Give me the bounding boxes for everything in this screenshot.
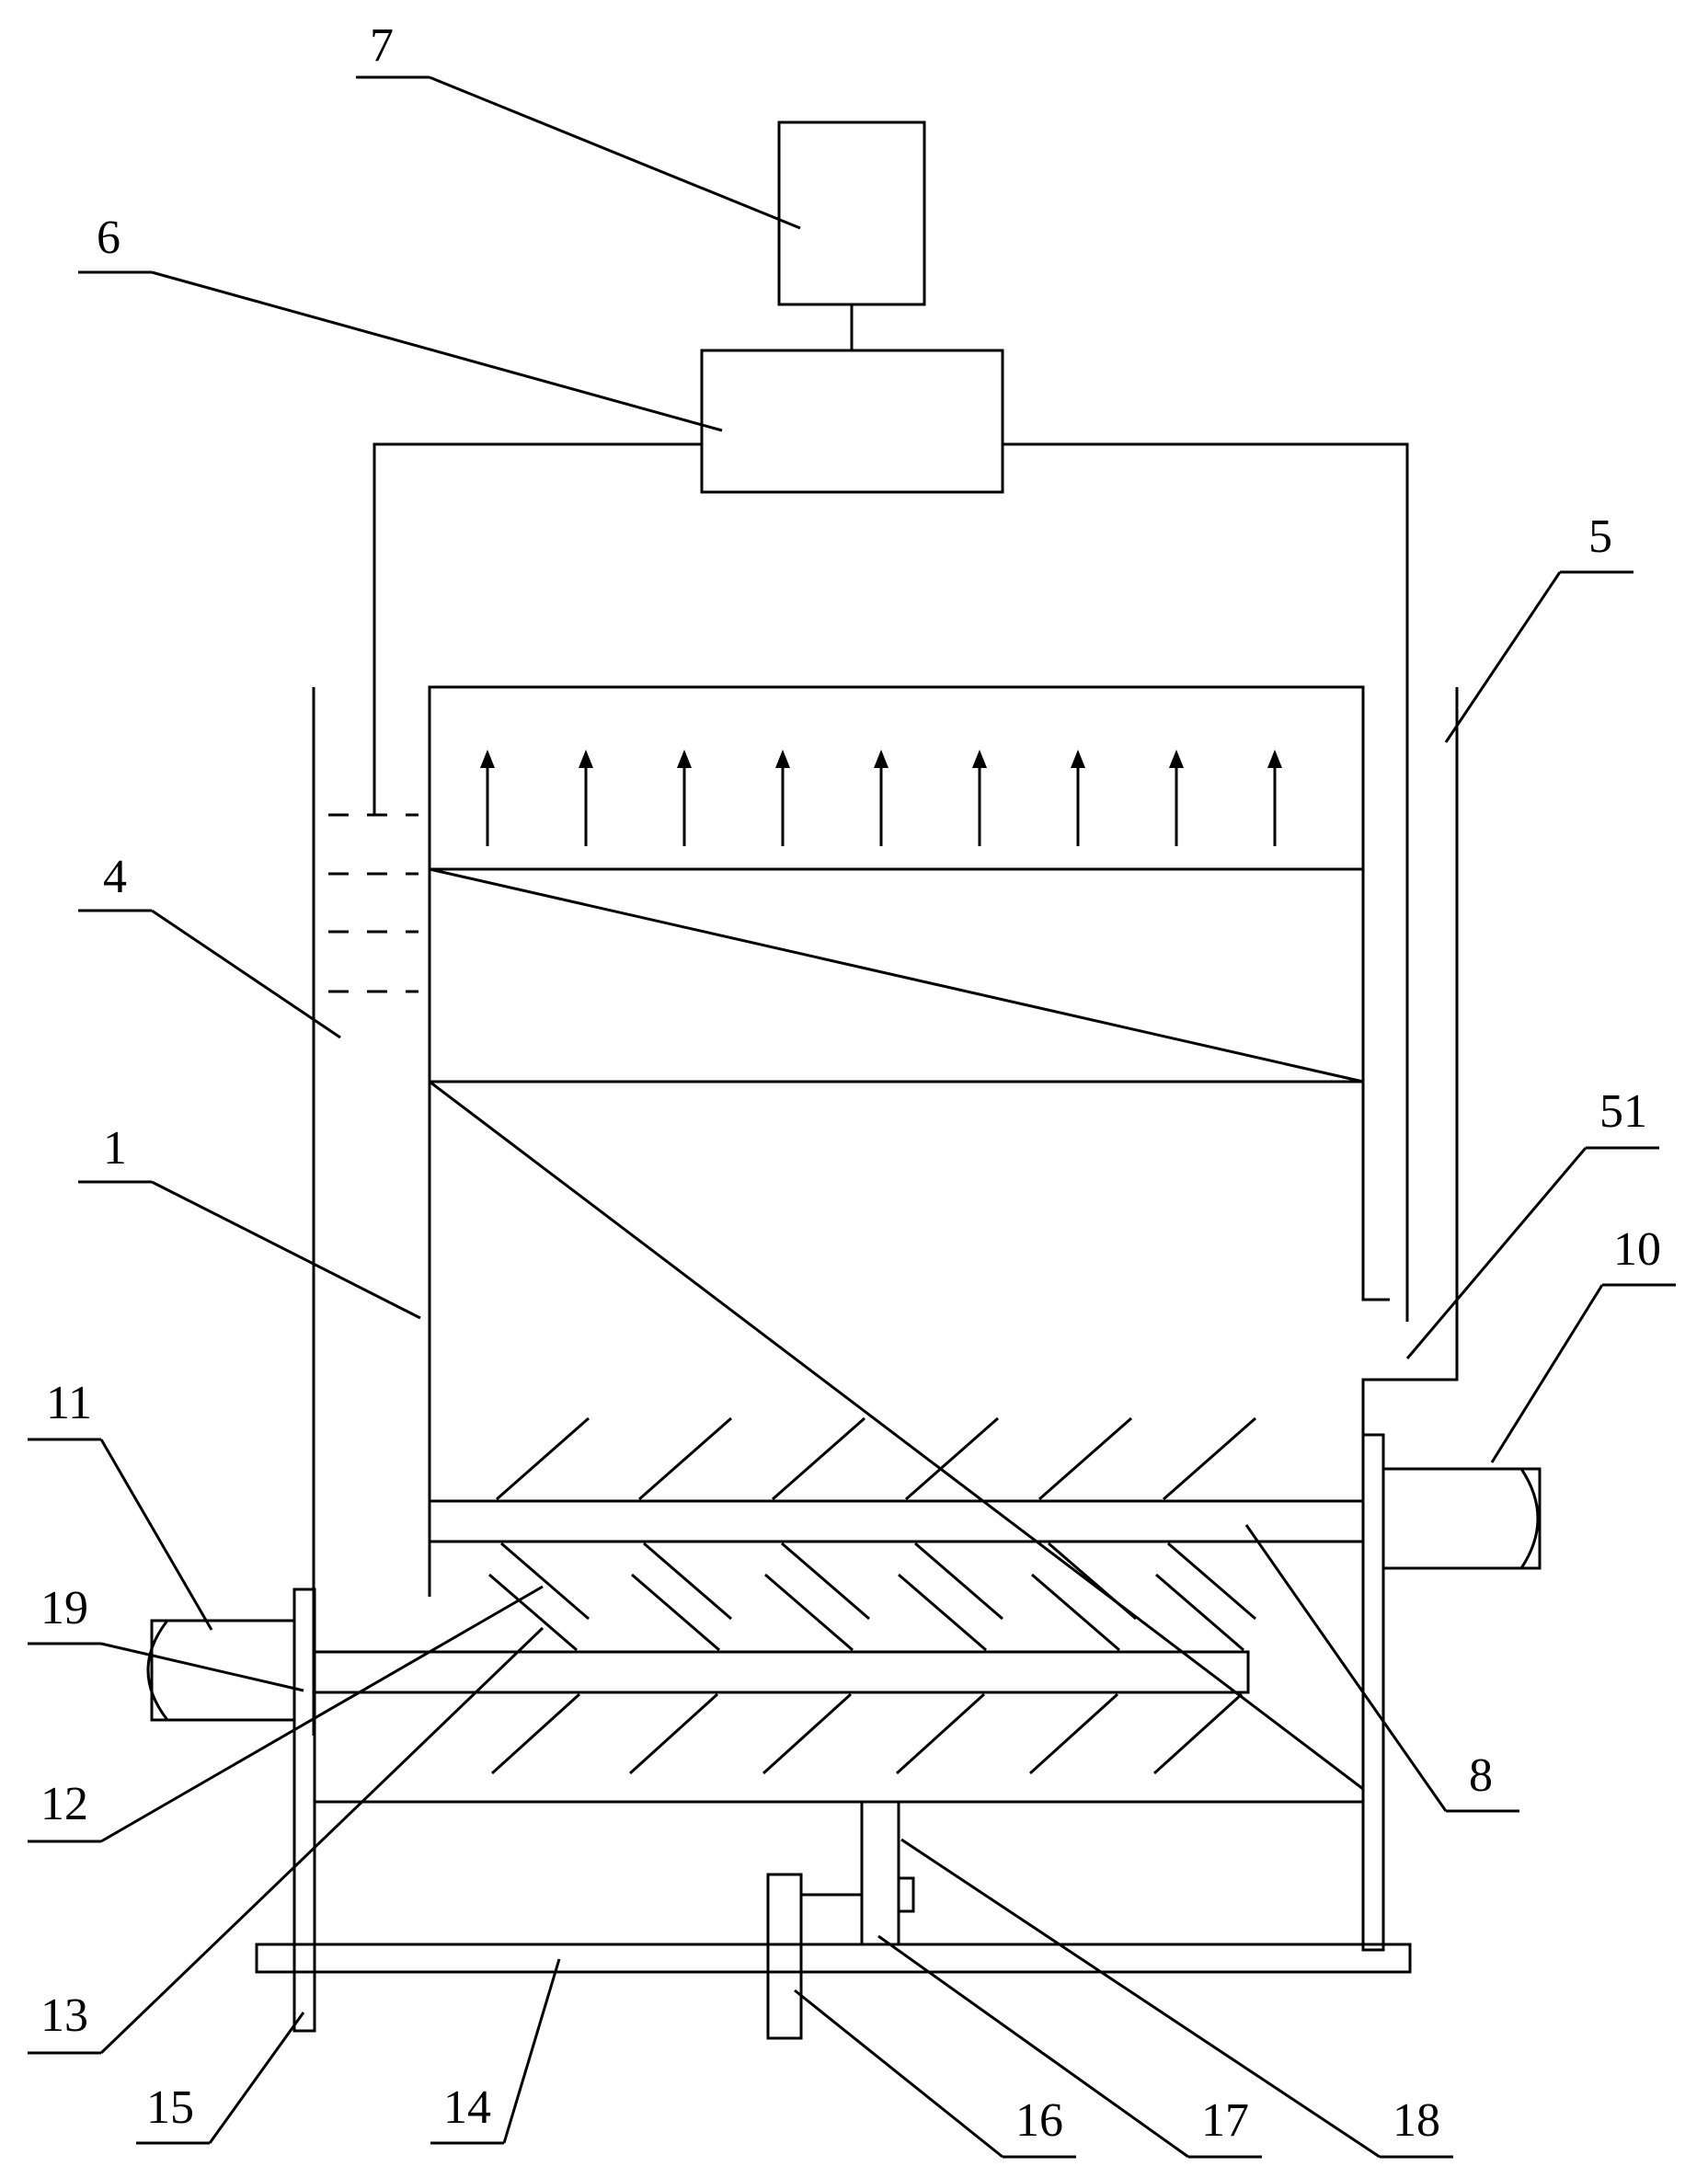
- gear-16: [766, 1873, 803, 2040]
- upper-blade-bottom: [1167, 1542, 1256, 1621]
- upper-blade-bottom: [914, 1542, 1003, 1621]
- label-7: 7: [370, 19, 394, 72]
- lower-blade-bottom: [1028, 1692, 1119, 1775]
- motor-11-cap: [146, 1620, 169, 1721]
- lower-blade-bottom: [490, 1692, 581, 1775]
- shaft-19: [313, 1650, 1250, 1694]
- leader-lines: [28, 75, 1676, 2159]
- lower-blade-top: [764, 1573, 854, 1652]
- motor-11-body: [150, 1619, 296, 1722]
- upper-blade-top: [496, 1416, 590, 1501]
- lower-blade-bottom: [1152, 1692, 1244, 1775]
- lower-blade-bottom: [628, 1692, 719, 1775]
- label-14: 14: [443, 2081, 491, 2134]
- wire-right: [1003, 442, 1409, 1322]
- label-16: 16: [1015, 2094, 1063, 2147]
- lower-blade-top: [1031, 1573, 1120, 1652]
- label-19: 19: [40, 1582, 88, 1634]
- upper-blade-bottom: [500, 1542, 590, 1621]
- box-7: [777, 120, 926, 306]
- label-5: 5: [1588, 510, 1612, 563]
- motor-11-plate: [292, 1588, 316, 2033]
- lower-blade-top: [898, 1573, 987, 1652]
- motor-10-cap: [1519, 1468, 1540, 1569]
- label-8: 8: [1469, 1749, 1493, 1802]
- gear-18: [860, 1800, 900, 1946]
- upper-blade-bottom: [643, 1542, 732, 1621]
- upper-blade-bottom: [781, 1542, 870, 1621]
- rod-14: [255, 1943, 1412, 1974]
- upper-blade-bottom: [1048, 1542, 1137, 1621]
- shaft-8: [428, 1499, 1365, 1543]
- tube-5-wall: [1361, 687, 1459, 1435]
- cross-diagonal-a: [429, 867, 1364, 1083]
- label-11: 11: [46, 1377, 92, 1429]
- upper-blade-top: [1038, 1416, 1132, 1501]
- label-18: 18: [1393, 2094, 1440, 2147]
- motor-10-plate: [1361, 1433, 1385, 1952]
- lower-blade-bottom: [762, 1692, 853, 1775]
- chamber-outline: [428, 685, 1390, 1597]
- box-6: [700, 349, 1004, 494]
- wire-left: [373, 442, 702, 815]
- upper-blade-top: [905, 1416, 999, 1501]
- flow-arrows: [480, 750, 1282, 846]
- upper-blade-top: [638, 1416, 732, 1501]
- lower-blade-top: [488, 1573, 578, 1652]
- label-1: 1: [103, 1122, 127, 1175]
- label-51: 51: [1599, 1085, 1647, 1138]
- label-17: 17: [1201, 2094, 1249, 2147]
- label-6: 6: [97, 212, 120, 264]
- cross-diagonal-b: [429, 1080, 1364, 1791]
- label-12: 12: [40, 1778, 88, 1830]
- label-10: 10: [1613, 1223, 1661, 1276]
- upper-blade-top: [1163, 1416, 1256, 1501]
- lower-blade-bottom: [895, 1692, 986, 1775]
- upper-blade-top: [772, 1416, 865, 1501]
- label-15: 15: [146, 2081, 194, 2134]
- label-13: 13: [40, 1989, 88, 2042]
- lower-blade-top: [631, 1573, 720, 1652]
- gear-17-hub: [897, 1876, 915, 1913]
- lower-blade-top: [1155, 1573, 1244, 1652]
- label-4: 4: [103, 851, 127, 903]
- motor-10-body: [1381, 1467, 1542, 1570]
